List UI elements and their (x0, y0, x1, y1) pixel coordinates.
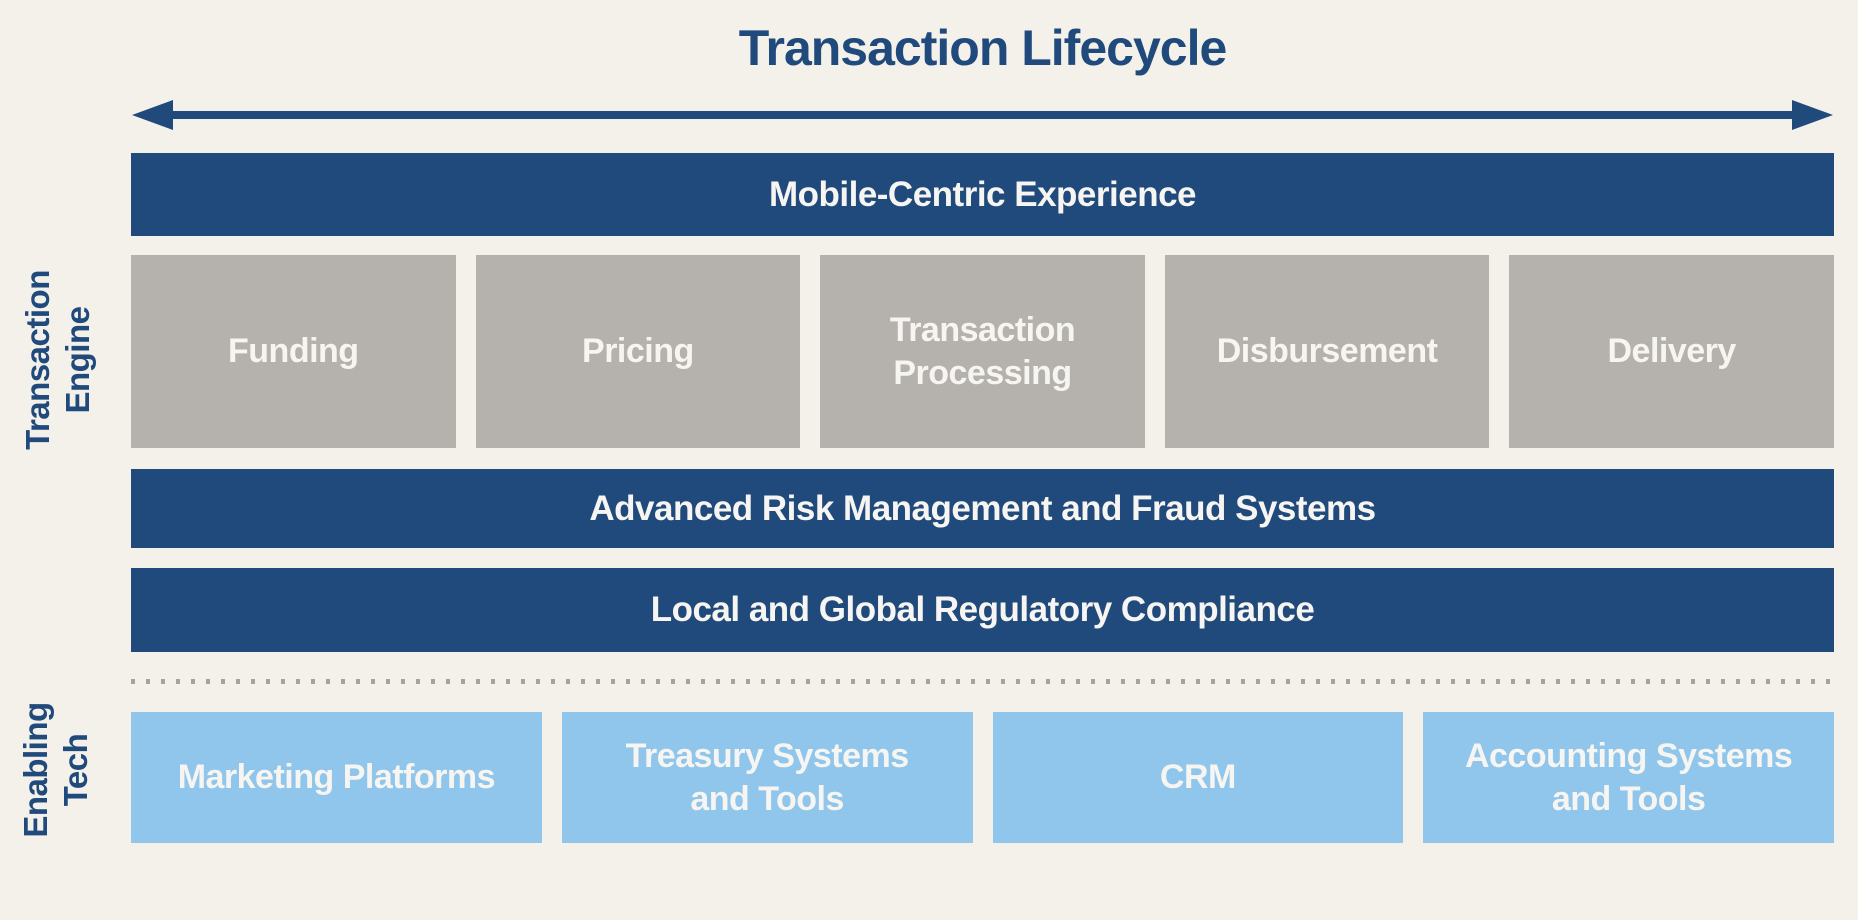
lifecycle-span-arrow-icon (131, 97, 1834, 133)
stage-box-delivery: Delivery (1509, 255, 1834, 448)
stage-box-transaction-processing: Transaction Processing (820, 255, 1145, 448)
tech-box-treasury-systems: Treasury Systems and Tools (561, 712, 973, 843)
band-risk-management: Advanced Risk Management and Fraud Syste… (131, 469, 1834, 548)
page-title: Transaction Lifecycle (738, 20, 1228, 76)
stage-box-disbursement: Disbursement (1164, 255, 1490, 448)
tech-box-accounting-systems: Accounting Systems and Tools (1423, 712, 1834, 843)
diagram-content: Transaction Lifecycle Mobile-Centric Exp… (131, 0, 1834, 843)
side-label-enabling-tech: Enabling Tech (17, 702, 95, 838)
stage-box-pricing: Pricing (475, 255, 801, 448)
tech-box-crm: CRM (992, 712, 1404, 843)
transaction-engine-stage-row: Funding Pricing Transaction Processing D… (131, 255, 1834, 448)
tech-box-marketing-platforms: Marketing Platforms (131, 712, 542, 843)
stage-box-funding: Funding (131, 255, 456, 448)
band-mobile-centric-experience: Mobile-Centric Experience (131, 153, 1834, 236)
transaction-lifecycle-diagram: Transaction Engine Enabling Tech Transac… (17, 0, 1834, 843)
dotted-divider (131, 679, 1834, 684)
side-label-transaction-engine: Transaction Engine (19, 270, 97, 450)
band-regulatory-compliance: Local and Global Regulatory Compliance (131, 568, 1834, 652)
enabling-tech-row: Marketing Platforms Treasury Systems and… (131, 712, 1834, 843)
